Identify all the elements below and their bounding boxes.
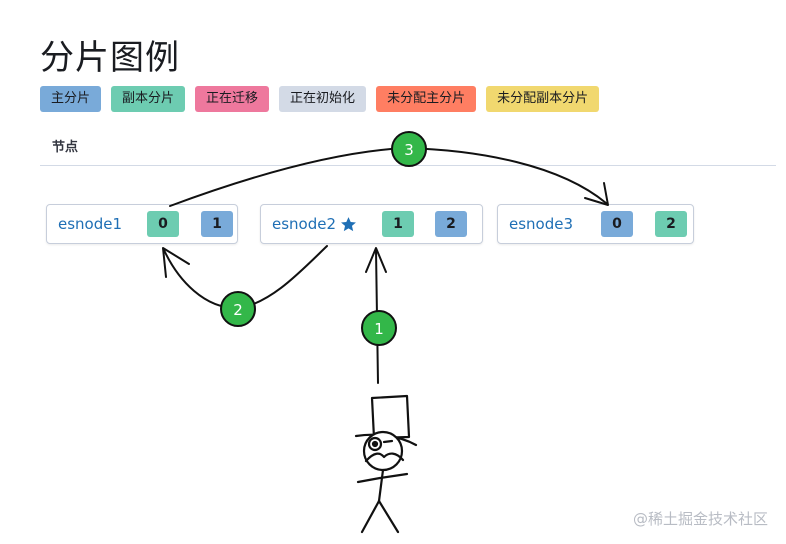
legend-relocating: 正在迁移 bbox=[195, 86, 270, 112]
step-number: 3 bbox=[404, 141, 414, 159]
shard-primary[interactable]: 2 bbox=[435, 211, 467, 237]
page-title: 分片图例 bbox=[40, 38, 180, 78]
arrow-step-3 bbox=[169, 147, 607, 207]
shard-primary[interactable]: 1 bbox=[201, 211, 233, 237]
shard-primary[interactable]: 0 bbox=[601, 211, 633, 237]
legend-initializing: 正在初始化 bbox=[279, 86, 367, 112]
step-marker-1: 1 bbox=[361, 310, 397, 346]
node-card-esnode1: esnode1 0 1 bbox=[46, 204, 238, 244]
shard-legend: 主分片 副本分片 正在迁移 正在初始化 未分配主分片 未分配副本分片 bbox=[40, 86, 600, 112]
step-number: 2 bbox=[233, 301, 243, 319]
arrowhead-step-3 bbox=[584, 182, 609, 206]
nodes-column-header: 节点 bbox=[52, 140, 79, 155]
legend-replica-shard: 副本分片 bbox=[111, 86, 186, 112]
master-star-icon bbox=[341, 217, 356, 232]
shard-replica[interactable]: 1 bbox=[382, 211, 414, 237]
arrowhead-step-1 bbox=[365, 247, 387, 273]
arrowhead-step-2 bbox=[162, 247, 190, 278]
step-marker-3: 3 bbox=[391, 131, 427, 167]
shard-replica[interactable]: 0 bbox=[147, 211, 179, 237]
node-link-esnode2[interactable]: esnode2 bbox=[272, 215, 337, 233]
legend-primary-shard: 主分片 bbox=[40, 86, 102, 112]
node-link-esnode1[interactable]: esnode1 bbox=[58, 215, 123, 233]
legend-unassigned-replica: 未分配副本分片 bbox=[486, 86, 600, 112]
client-stick-figure-icon bbox=[354, 394, 418, 534]
node-card-esnode2: esnode2 1 2 bbox=[260, 204, 483, 244]
step-marker-2: 2 bbox=[220, 291, 256, 327]
legend-unassigned-primary: 未分配主分片 bbox=[376, 86, 477, 112]
watermark-text: @稀土掘金技术社区 bbox=[632, 510, 768, 528]
node-card-esnode3: esnode3 0 2 bbox=[497, 204, 694, 244]
step-number: 1 bbox=[374, 320, 384, 338]
node-link-esnode3[interactable]: esnode3 bbox=[509, 215, 574, 233]
shard-replica[interactable]: 2 bbox=[655, 211, 687, 237]
